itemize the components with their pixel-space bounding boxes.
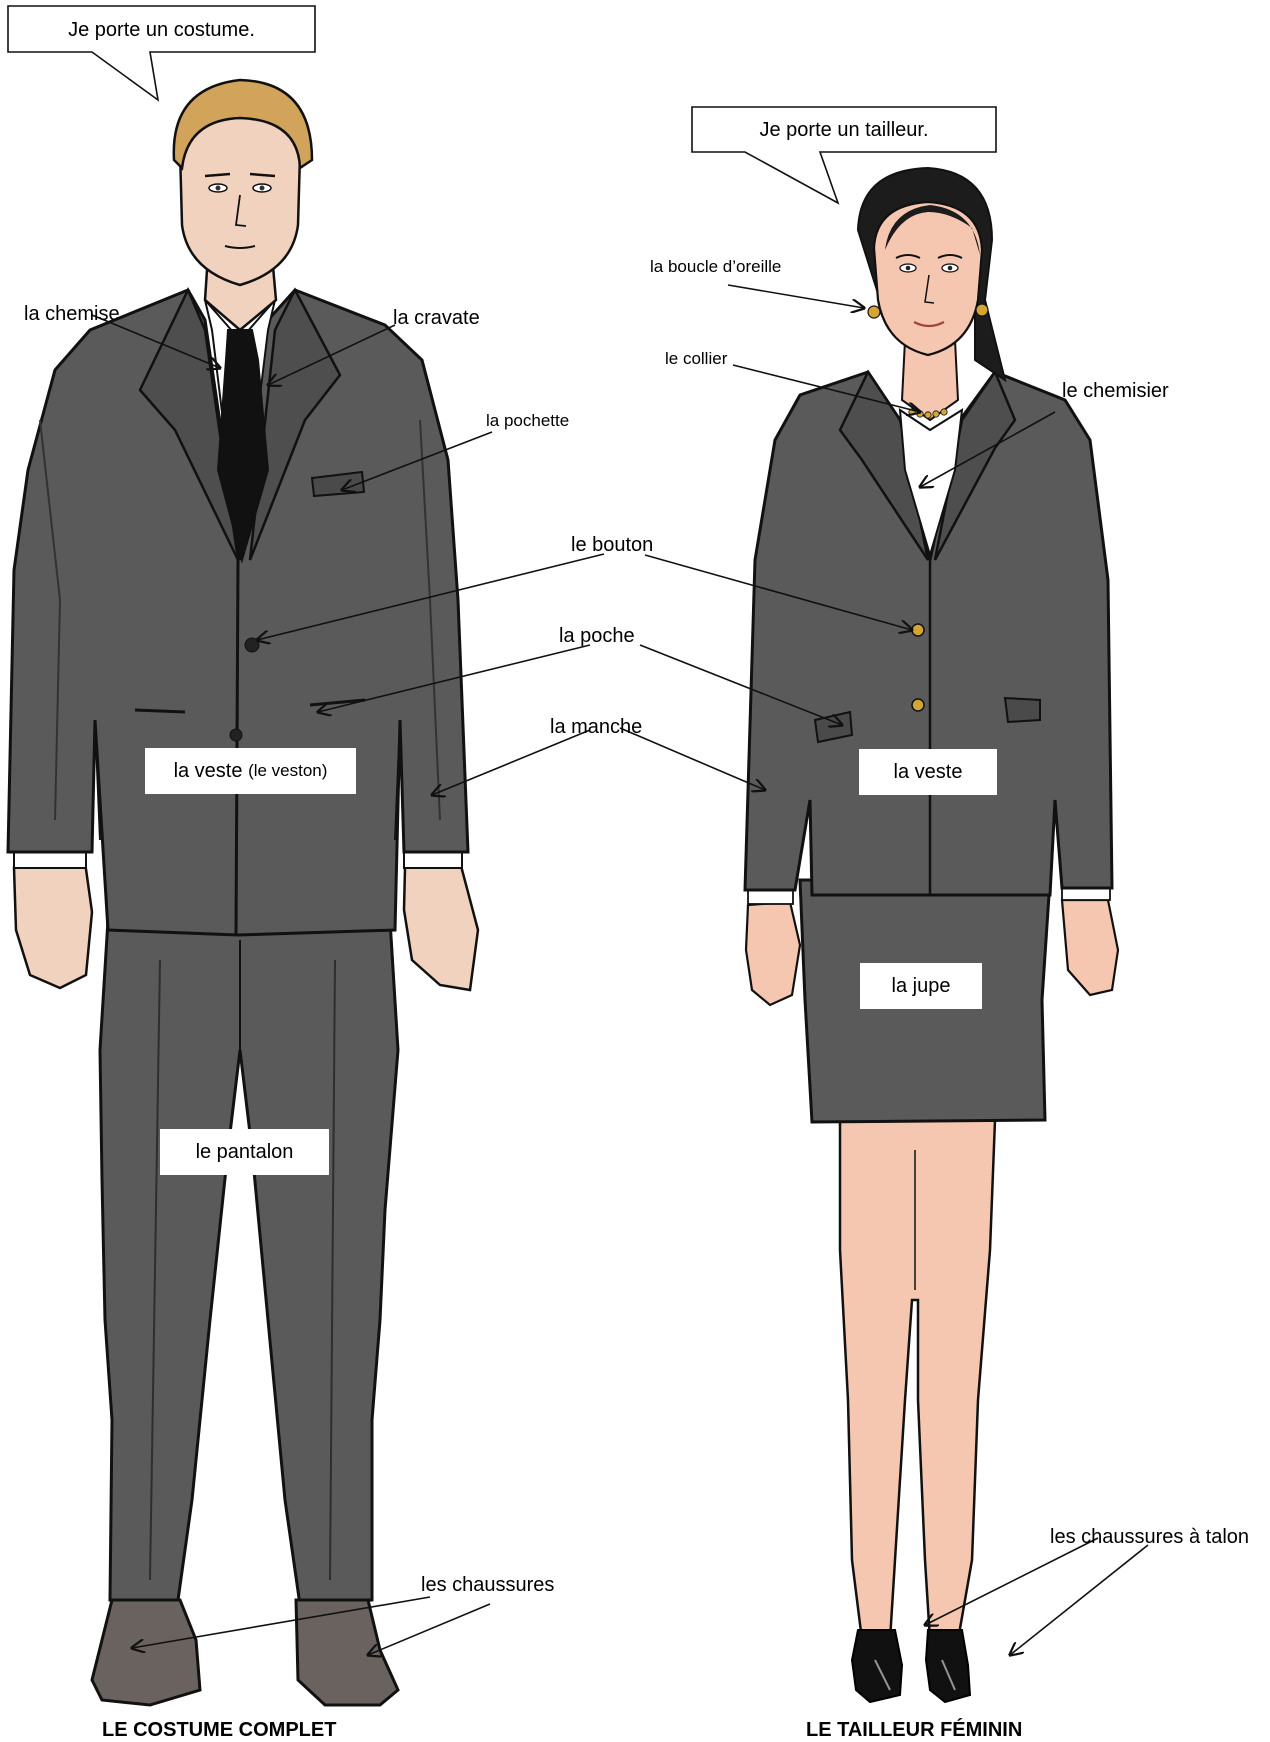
label-boucle-oreille: la boucle d’oreille <box>650 258 781 275</box>
label-pochette: la pochette <box>486 412 569 429</box>
box-woman-veste: la veste <box>859 749 997 795</box>
arrow-chaussures-2 <box>368 1604 490 1655</box>
label-collier: le collier <box>665 350 727 367</box>
label-chaussures: les chaussures <box>421 1575 554 1595</box>
man-right-shoe <box>296 1600 398 1705</box>
man-left-shoe <box>92 1600 200 1705</box>
woman-right-shoe <box>926 1630 970 1702</box>
man-trousers <box>100 920 398 1605</box>
woman-earring-right <box>976 304 988 316</box>
label-manche: la manche <box>550 717 642 737</box>
label-chaussures-talon: les chaussures à talon <box>1050 1527 1249 1547</box>
label-cravate: la cravate <box>393 308 480 328</box>
label-poche: la poche <box>559 626 635 646</box>
woman-earring-left <box>868 306 880 318</box>
caption-tailleur: LE TAILLEUR FÉMININ <box>806 1719 1022 1742</box>
box-man-pantalon: le pantalon <box>160 1129 329 1175</box>
box-man-veste-alt: (le veston) <box>248 761 327 781</box>
woman-button-2 <box>912 699 924 711</box>
man-right-hand <box>404 862 478 990</box>
label-bouton: le bouton <box>571 535 653 555</box>
arrow-talon-2 <box>1010 1545 1148 1655</box>
woman-right-hand <box>1062 900 1118 995</box>
box-man-veste-label: la veste <box>174 760 243 783</box>
box-man-veste: la veste (le veston) <box>145 748 356 794</box>
woman-left-hand <box>746 902 800 1005</box>
woman-button-1 <box>912 624 924 636</box>
woman-speech-text: Je porte un tailleur. <box>692 119 996 142</box>
box-woman-jupe: la jupe <box>860 963 982 1009</box>
man-button-1 <box>245 638 259 652</box>
man-speech-text: Je porte un costume. <box>8 19 315 42</box>
woman-legs <box>840 1120 995 1640</box>
caption-costume: LE COSTUME COMPLET <box>102 1719 336 1742</box>
label-chemise: la chemise <box>24 304 120 324</box>
man-left-hand <box>14 862 92 988</box>
arrow-boucle <box>728 285 864 308</box>
label-chemisier: le chemisier <box>1062 381 1169 401</box>
man-button-2 <box>230 729 242 741</box>
